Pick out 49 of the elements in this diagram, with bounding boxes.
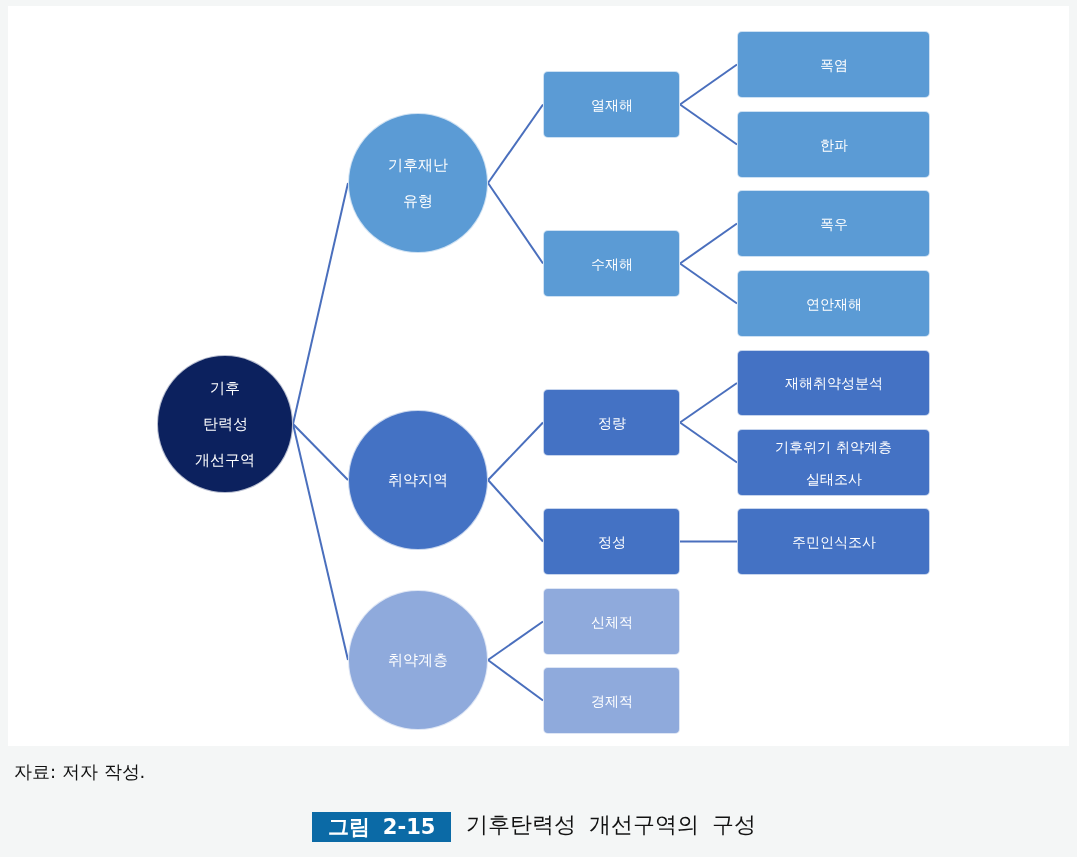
node-label: 폭염 [819, 55, 848, 75]
node-label: 수재해 [590, 254, 633, 274]
item-box [543, 230, 680, 297]
item-box [737, 429, 930, 496]
item-box [543, 71, 680, 138]
item-box [737, 350, 930, 416]
figure-caption: 기후탄력성 개선구역의 구성 [466, 811, 756, 839]
connector-line [679, 103, 738, 146]
node-label: 폭우 [819, 214, 848, 234]
connector-line [487, 659, 544, 702]
item-box [737, 31, 930, 98]
node-label: 주민인식조사 [791, 532, 876, 552]
connector-line [487, 182, 544, 265]
item-box [543, 588, 680, 655]
node-label: 기후 탄력성 개선구역 [194, 378, 256, 471]
node-label: 정량 [597, 413, 626, 433]
connector-line [679, 382, 738, 424]
connector-line [679, 63, 738, 106]
node-label: 연안재해 [805, 294, 862, 314]
item-box [737, 190, 930, 257]
node-label: 정성 [597, 532, 626, 552]
figure-number: 그림 2-15 [312, 812, 451, 842]
connector-line [487, 479, 544, 543]
node-label: 신체적 [590, 612, 633, 632]
connector-line [487, 421, 544, 481]
connector-line [679, 222, 738, 265]
connector-line [679, 421, 738, 464]
node-label: 재해취약성분석 [784, 374, 883, 393]
connector-line [487, 620, 544, 661]
item-box [737, 111, 930, 178]
node-label: 기후재난 유형 [387, 155, 449, 212]
connector-line [487, 103, 544, 184]
node-label: 열재해 [590, 95, 633, 115]
item-box [543, 389, 680, 456]
node-label: 취약지역 [388, 470, 448, 491]
connector-line [292, 423, 349, 661]
connector-line [292, 182, 349, 425]
node-label: 한파 [819, 135, 848, 155]
node-label: 기후위기 취약계층 실태조사 [774, 437, 893, 489]
item-box [543, 667, 680, 734]
node-label: 취약계층 [388, 650, 448, 671]
source-note: 자료: 저자 작성. [14, 760, 146, 784]
item-box [737, 508, 930, 575]
connector-line [679, 540, 738, 543]
connector-line [679, 262, 738, 305]
item-box [543, 508, 680, 575]
connector-line [292, 423, 349, 481]
node-label: 경제적 [590, 691, 633, 711]
item-box [737, 270, 930, 337]
